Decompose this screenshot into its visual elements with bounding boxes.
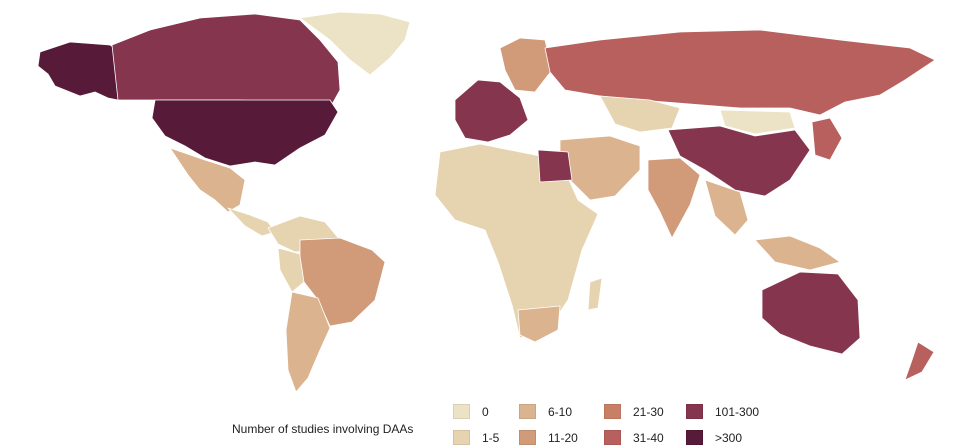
legend-label: 21-30 — [633, 404, 664, 419]
region — [37, 41, 119, 101]
legend-item: 6-10 — [519, 404, 572, 419]
legend-title: Number of studies involving DAAs — [232, 422, 414, 436]
legend-label: 0 — [482, 404, 489, 419]
legend-item: 21-30 — [604, 404, 664, 419]
legend-label: 1-5 — [482, 430, 500, 445]
legend-item: 1-5 — [453, 430, 499, 445]
legend-label: 31-40 — [633, 430, 664, 445]
region — [299, 11, 411, 76]
region — [599, 95, 681, 133]
region — [904, 341, 935, 381]
legend-swatch — [519, 430, 536, 445]
region — [517, 305, 561, 343]
region — [227, 207, 276, 237]
legend-label: 6-10 — [548, 404, 573, 419]
region — [761, 271, 861, 355]
world-map — [37, 11, 936, 393]
legend-item: 101-300 — [686, 404, 759, 419]
legend-label: >300 — [715, 430, 743, 445]
region — [667, 125, 811, 197]
region — [169, 147, 246, 213]
region — [719, 109, 796, 135]
region — [299, 237, 386, 327]
region — [499, 37, 553, 93]
legend-swatch — [686, 430, 703, 445]
region — [151, 99, 339, 167]
region — [754, 235, 841, 271]
legend-item: >300 — [686, 430, 742, 445]
region — [811, 117, 843, 161]
region — [277, 247, 305, 293]
legend-swatch — [604, 430, 621, 445]
legend-swatch — [686, 404, 703, 419]
region — [647, 157, 701, 239]
region — [111, 13, 341, 113]
legend-swatch — [519, 404, 536, 419]
legend: 0 1-5 6-10 11-20 21-30 31-40 101-300 >30… — [453, 404, 793, 448]
legend-swatch — [604, 404, 621, 419]
region — [285, 291, 331, 393]
legend-swatch — [453, 430, 470, 445]
legend-item: 31-40 — [604, 430, 664, 445]
legend-swatch — [453, 404, 470, 419]
region — [587, 277, 603, 311]
legend-label: 101-300 — [715, 404, 760, 419]
region — [454, 79, 529, 143]
legend-item: 0 — [453, 404, 489, 419]
legend-label: 11-20 — [548, 430, 578, 445]
region — [704, 179, 749, 236]
legend-item: 11-20 — [519, 430, 578, 445]
region — [537, 149, 573, 183]
